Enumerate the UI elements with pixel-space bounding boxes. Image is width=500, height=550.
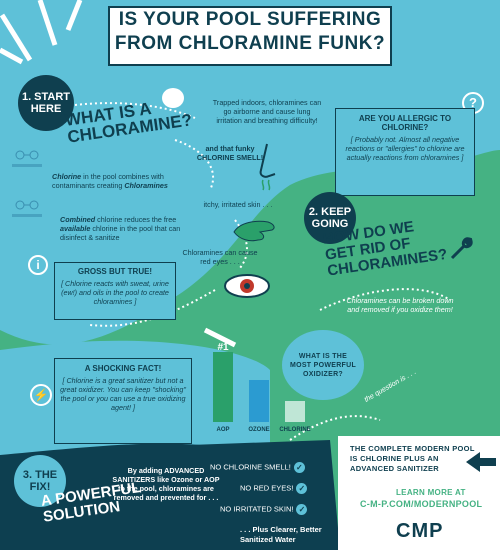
benefit-1: NO CHLORINE SMELL!✓	[210, 462, 322, 473]
def2-bold-b: available	[60, 224, 91, 233]
benefits-list: NO CHLORINE SMELL!✓ NO RED EYES!✓ NO IRR…	[210, 460, 322, 545]
step1-circle-label: 1. START HERE	[21, 91, 71, 115]
bar-ozone	[249, 380, 269, 422]
effect-itchy: itchy, irritated skin . . .	[203, 200, 273, 209]
gross-text: [ Chlorine reacts with sweat, urine (ew!…	[61, 279, 169, 306]
effect-trapped: Trapped indoors, chloramines can go airb…	[212, 98, 322, 125]
cmp-logo: CMP	[396, 520, 444, 542]
hand-icon	[233, 220, 275, 242]
oxidizer-circle: WHAT IS THE MOST POWERFUL OXIDIZER?	[282, 330, 364, 400]
allergy-title: ARE YOU ALLERGIC TO CHLORINE?	[358, 114, 452, 132]
step2-circle: 2. KEEP GOING	[304, 192, 356, 244]
benefit-1-text: NO CHLORINE SMELL!	[210, 462, 291, 472]
definition-2: Combined chlorine reduces the free avail…	[60, 215, 200, 242]
rank-badge: #1	[217, 342, 229, 353]
step3-circle: 3. THE FIX!	[14, 455, 66, 507]
lightning-icon: ⚡	[30, 384, 52, 406]
oxidizer-bar-chart: AOP OZONE CHLORINE #1	[213, 342, 311, 433]
benefit-extra: . . . Plus Clearer, Better Sanitized Wat…	[240, 525, 322, 544]
benefit-2: NO RED EYES!✓	[210, 483, 322, 494]
check-icon: ✓	[296, 504, 308, 515]
bar-label-ozone: OZONE	[248, 427, 269, 433]
step1-circle: 1. START HERE	[18, 75, 74, 131]
nose-icon	[259, 143, 276, 191]
info-icon: i	[28, 255, 48, 275]
def1-bold-a: Chlorine	[52, 172, 82, 181]
benefit-2-text: NO RED EYES!	[240, 483, 294, 493]
gross-title: GROSS BUT TRUE!	[77, 267, 153, 276]
breakdown-text: Chloramines can be broken down and remov…	[346, 296, 454, 314]
wrench-icon	[450, 237, 473, 260]
def2-bold-a: Combined	[60, 215, 96, 224]
bar-label-chlorine: CHLORINE	[279, 427, 310, 433]
check-icon: ✓	[296, 483, 308, 494]
arrow-left-icon	[466, 452, 496, 472]
fix-text: By adding ADVANCED SANITIZERS like Ozone…	[112, 466, 220, 502]
gross-box: GROSS BUT TRUE! [ Chlorine reacts with s…	[54, 262, 176, 320]
step2-circle-label: 2. KEEP GOING	[308, 206, 352, 230]
benefit-3: NO IRRITATED SKIN!✓	[210, 504, 322, 515]
title-line-2: FROM CHLORAMINE FUNK?	[114, 33, 386, 54]
promo-box: THE COMPLETE MODERN POOL IS CHLORINE PLU…	[338, 436, 500, 550]
definition-1: Chlorine in the pool combines with conta…	[52, 172, 182, 190]
oxidizer-question: WHAT IS THE MOST POWERFUL OXIDIZER?	[289, 352, 357, 378]
promo-learn: LEARN MORE AT	[396, 488, 466, 497]
shocking-box: A SHOCKING FACT! [ Chlorine is a great s…	[54, 358, 192, 444]
allergy-text: [ Probably not. Almost all negative reac…	[345, 135, 465, 162]
def2-text-a: chlorine reduces the free	[95, 215, 177, 224]
def1-bold-b: Chloramines	[124, 181, 168, 190]
allergy-box: ARE YOU ALLERGIC TO CHLORINE? [ Probably…	[335, 108, 475, 196]
shocking-title: A SHOCKING FACT!	[84, 364, 162, 373]
promo-line: THE COMPLETE MODERN POOL IS CHLORINE PLU…	[350, 444, 475, 473]
lungs-icon	[162, 88, 184, 108]
bar-chlorine	[285, 401, 305, 422]
def2-text-b: chlorine in the pool that can disinfect …	[60, 224, 181, 242]
benefit-3-text: NO IRRITATED SKIN!	[220, 504, 294, 514]
molecule-icon-2	[12, 200, 42, 217]
promo-url[interactable]: C-M-P.COM/MODERNPOOL	[360, 499, 483, 509]
eye-icon	[224, 274, 270, 298]
bar-aop	[213, 352, 233, 422]
effect-smell: and that funky CHLORINE SMELL!	[196, 144, 264, 162]
step3-circle-label: 3. THE FIX!	[22, 469, 58, 493]
shocking-text: [ Chlorine is a great sanitizer but not …	[60, 376, 186, 412]
title-box: IS YOUR POOL SUFFERING FROM CHLORAMINE F…	[108, 6, 392, 66]
title-line-1: IS YOUR POOL SUFFERING	[118, 9, 382, 30]
check-icon: ✓	[293, 462, 305, 473]
molecule-icon	[12, 150, 42, 167]
bar-label-aop: AOP	[216, 427, 229, 433]
effect-eyes: Chloramines can cause red eyes . . .	[182, 248, 258, 266]
def1-text: in the pool combines with contaminants c…	[52, 172, 164, 190]
